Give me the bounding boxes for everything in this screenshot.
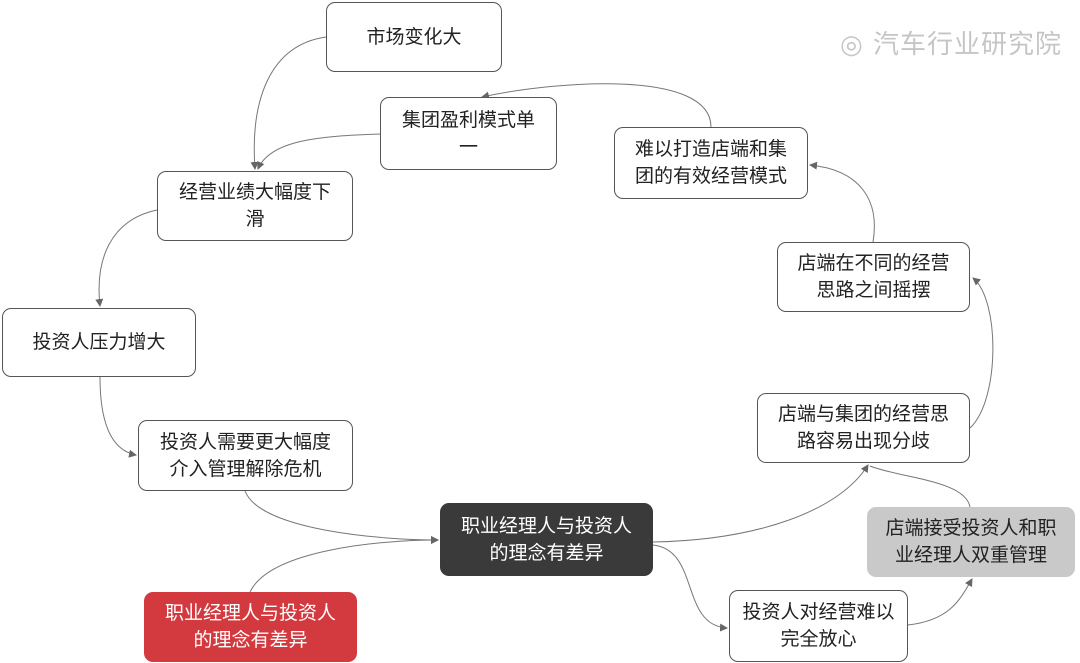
arrow-hard-profit: [481, 83, 712, 128]
watermark-text: 汽车行业研究院: [872, 30, 1062, 60]
node-performance: 经营业绩大幅度下滑: [157, 171, 353, 241]
arrow-distrust-dual: [907, 578, 973, 626]
node-pressure: 投资人压力增大: [2, 308, 196, 377]
arrow-center-distrust: [652, 544, 728, 632]
node-divergence: 店端与集团的经营思路容易出现分歧: [757, 393, 970, 463]
node-dual: 店端接受投资人和职业经理人双重管理: [867, 507, 1075, 577]
arrow-swing-hard: [809, 161, 875, 243]
arrow-intervene-center: [244, 490, 439, 544]
arrow-red-center: [249, 536, 439, 593]
arrow-profit-performance: [256, 133, 381, 170]
node-distrust: 投资人对经营难以完全放心: [729, 590, 908, 662]
arrow-pressure-intervene: [99, 376, 137, 458]
watermark: ◎ 汽车行业研究院: [840, 24, 1062, 61]
node-profit-model: 集团盈利模式单一: [380, 97, 557, 170]
node-hard-model: 难以打造店端和集团的有效经营模式: [614, 127, 808, 199]
arrow-center-divergence: [652, 464, 869, 543]
wechat-icon: ◎: [840, 30, 873, 60]
node-swing: 店端在不同的经营思路之间摇摆: [777, 242, 970, 312]
node-concept-center: 职业经理人与投资人的理念有差异: [440, 503, 653, 576]
arrow-market-performance: [250, 36, 327, 170]
node-intervene: 投资人需要更大幅度介入管理解除危机: [138, 420, 353, 491]
node-market: 市场变化大: [326, 2, 502, 72]
arrow-performance-pressure: [95, 209, 158, 307]
node-concept-red: 职业经理人与投资人的理念有差异: [144, 592, 357, 662]
arrow-dual-divergence: [869, 465, 971, 508]
arrow-divergence-swing: [969, 277, 994, 429]
